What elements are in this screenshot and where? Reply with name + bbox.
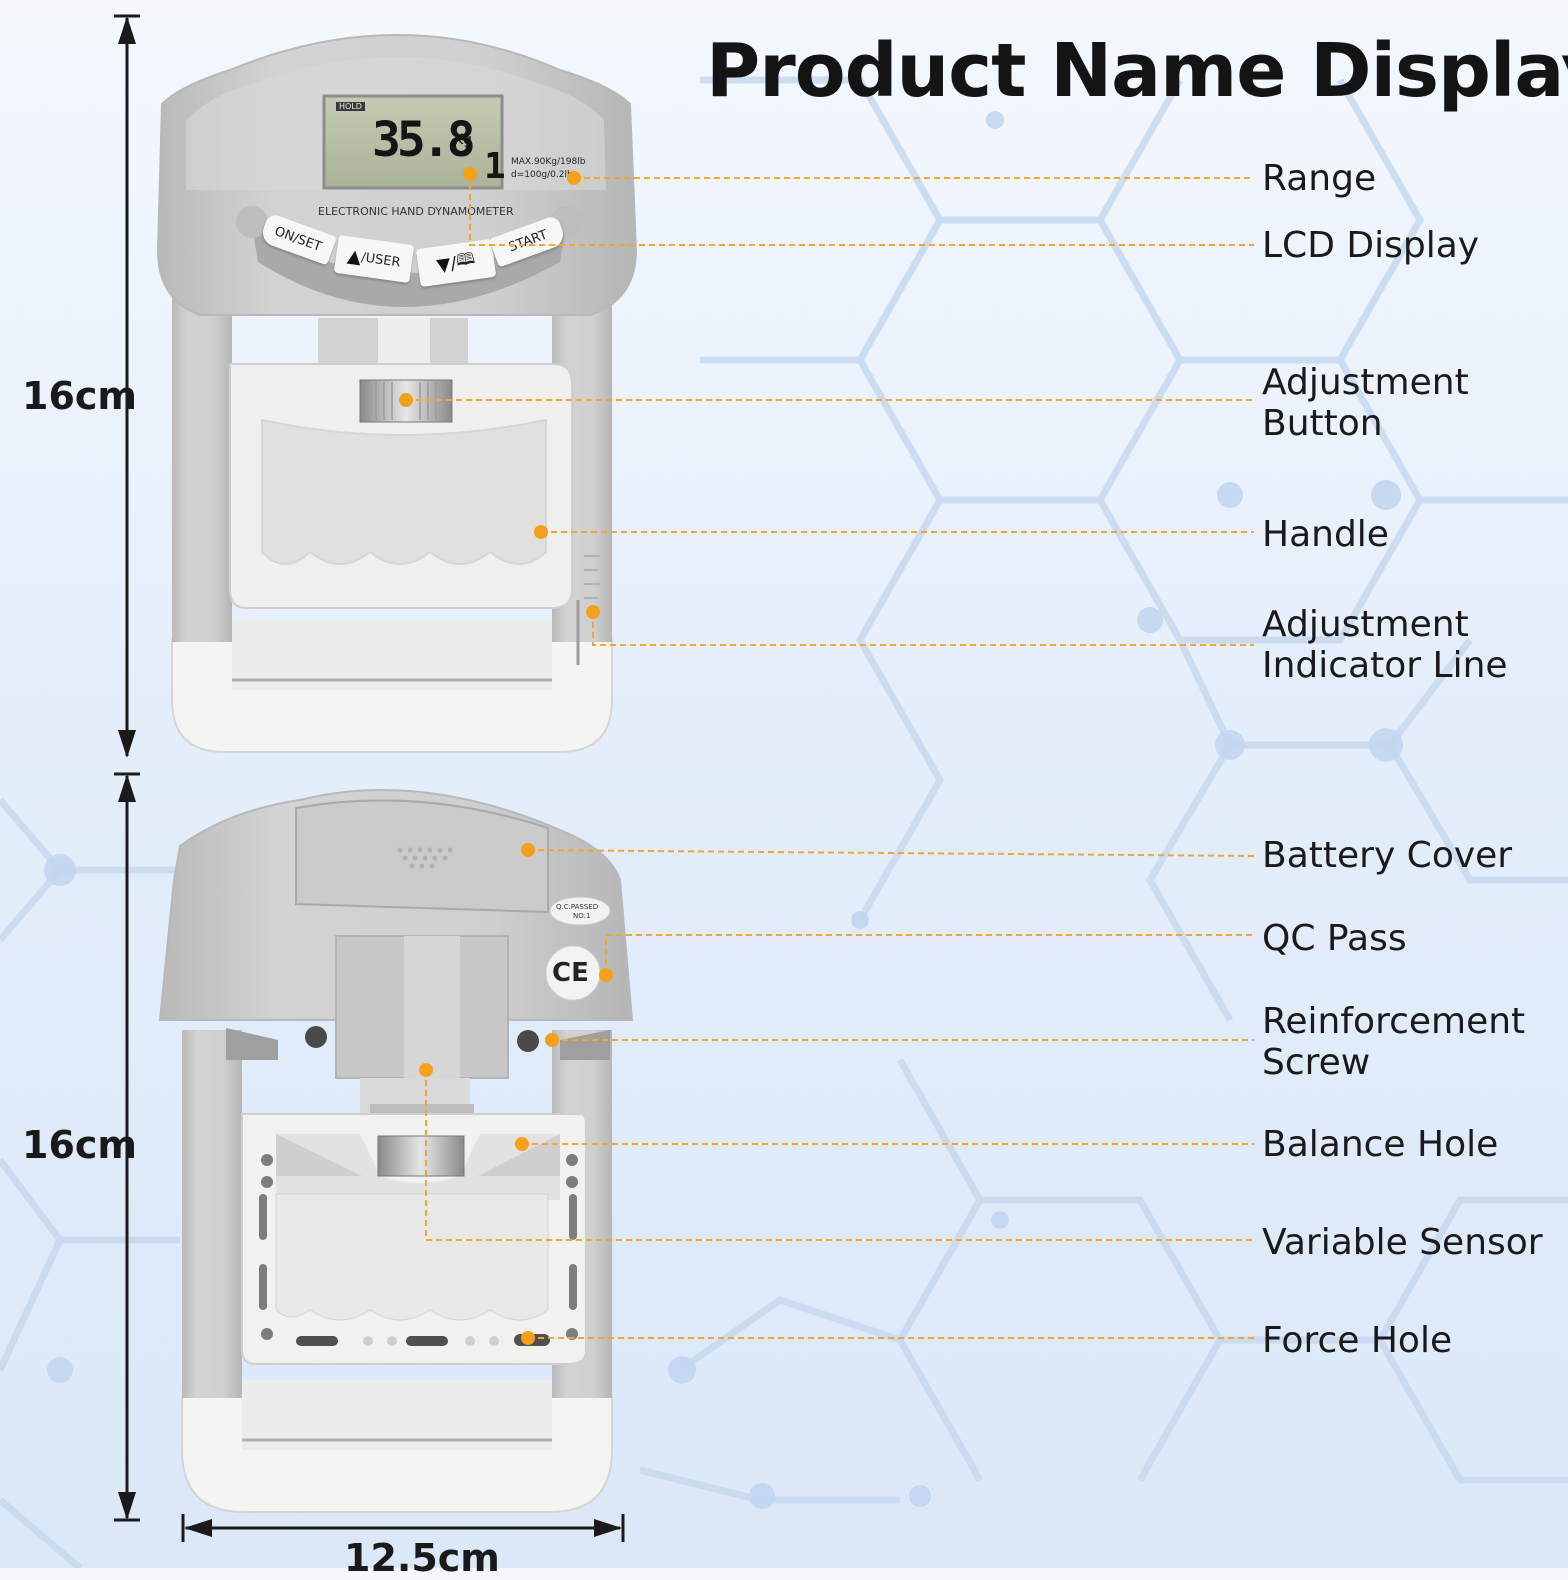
callout-reinforcement-line1: Reinforcement — [1262, 1001, 1526, 1042]
ce-mark-text: CE — [552, 958, 589, 988]
front-height-label: 16cm — [22, 374, 138, 418]
callout-battery-cover: Battery Cover — [1262, 835, 1513, 876]
model-name-text: ELECTRONIC HAND DYNAMOMETER — [318, 205, 514, 218]
callout-indicator-line1: Adjustment — [1262, 604, 1469, 645]
back-device — [158, 789, 634, 1513]
back-height-label: 16cm — [22, 1123, 138, 1167]
callout-force-hole: Force Hole — [1262, 1320, 1453, 1361]
lcd-user-number: 1 — [484, 146, 506, 187]
callout-handle: Handle — [1262, 514, 1389, 555]
range-spec-line1: MAX.90Kg/198lb — [511, 157, 586, 167]
callout-range: Range — [1262, 158, 1377, 199]
callout-qc-pass: QC Pass — [1262, 918, 1407, 959]
callout-adjustment-button-line1: Adjustment — [1262, 362, 1469, 403]
callout-variable-sensor: Variable Sensor — [1262, 1222, 1543, 1263]
lcd-unit: Kg — [454, 132, 473, 148]
qc-sticker — [549, 896, 611, 926]
callout-adjustment-button-line2: Button — [1262, 403, 1383, 444]
back-left-rail — [182, 1030, 242, 1398]
qc-number-text: NO:1 — [573, 912, 591, 920]
qc-passed-text: Q.C.PASSED — [556, 903, 599, 911]
callout-indicator-line2: Indicator Line — [1262, 645, 1508, 686]
callout-balance-hole: Balance Hole — [1262, 1124, 1499, 1165]
lcd-value: 35.8 — [372, 112, 476, 168]
lcd-hold-indicator: HOLD — [336, 102, 365, 111]
callout-lcd-display: LCD Display — [1262, 225, 1480, 266]
battery-cover — [295, 799, 549, 914]
callout-reinforcement-line2: Screw — [1262, 1042, 1371, 1083]
range-spec-line2: d=100g/0.2lb — [511, 170, 573, 180]
page-title: Product Name Display — [706, 28, 1568, 114]
front-left-rail — [172, 290, 232, 642]
